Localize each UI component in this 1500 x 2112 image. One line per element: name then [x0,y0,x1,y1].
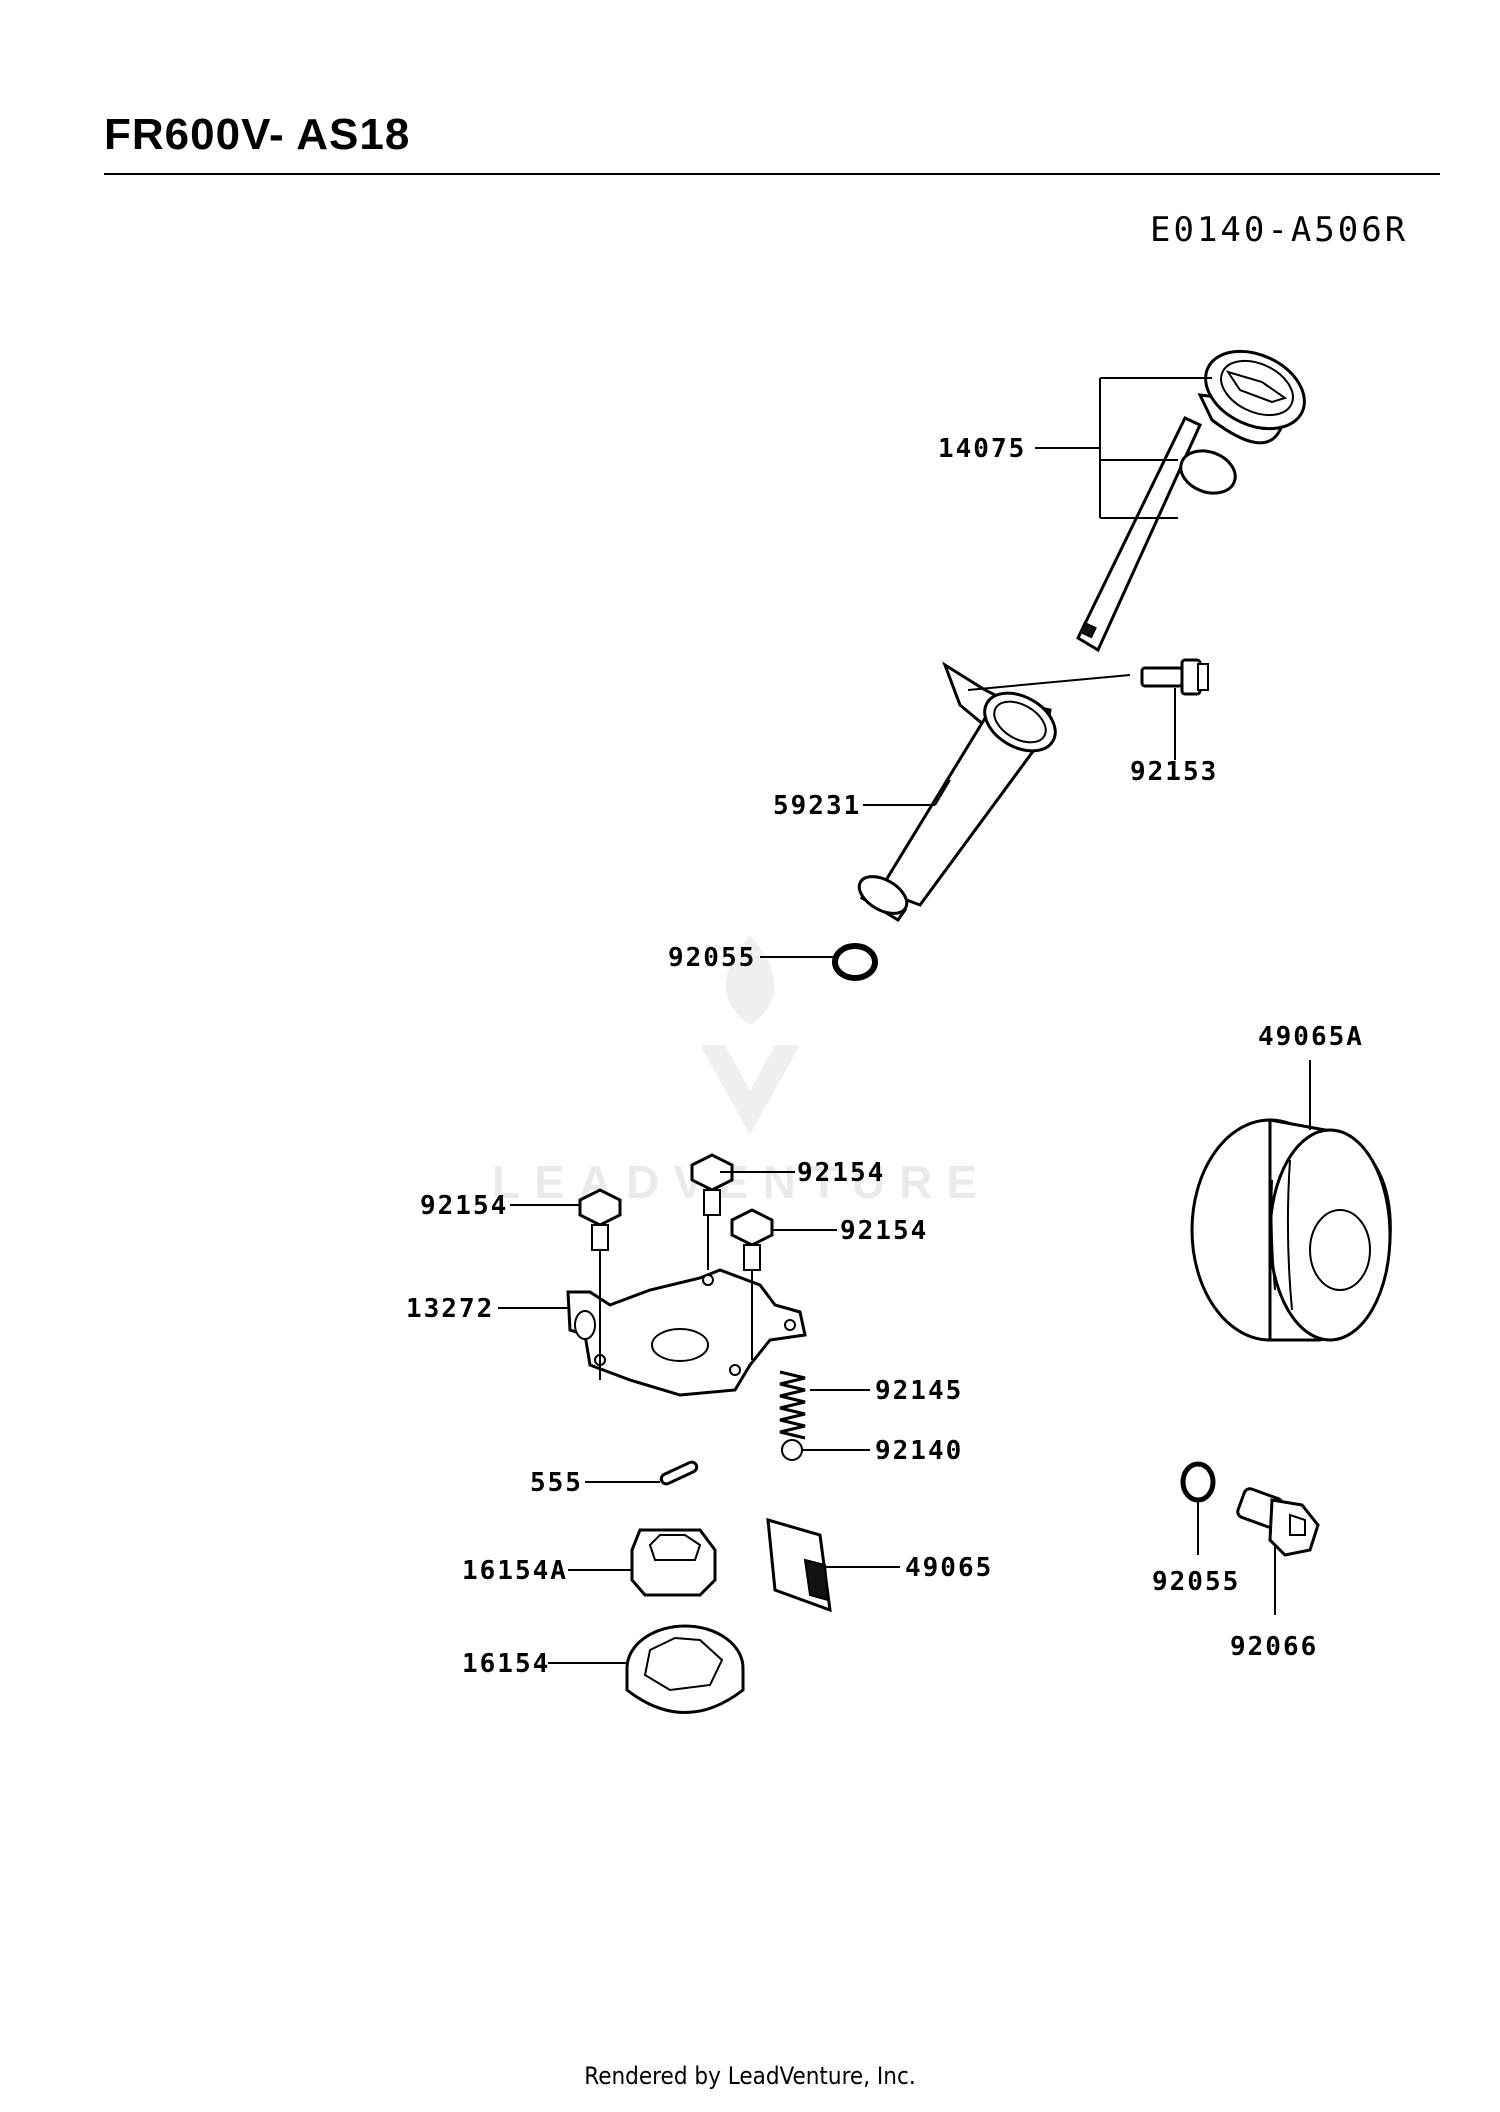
label-92153[interactable]: 92153 [1130,757,1218,787]
dipstick-tube-59231[interactable] [853,661,1131,923]
label-92145[interactable]: 92145 [875,1376,963,1406]
label-59231[interactable]: 59231 [773,791,861,821]
bolt-92153[interactable] [1140,658,1209,696]
label-92154-c[interactable]: 92154 [840,1216,928,1246]
label-92154-b[interactable]: 92154 [420,1191,508,1221]
label-16154A[interactable]: 16154A [462,1556,568,1586]
o-ring-92055-upper[interactable] [832,943,878,981]
bolt-92154-b[interactable] [690,1153,734,1216]
label-16154[interactable]: 16154 [462,1649,550,1679]
watermark-logo: LEADVENTURE [492,935,991,1208]
o-ring-92055-lower[interactable] [1180,1461,1216,1503]
label-49065[interactable]: 49065 [905,1553,993,1583]
inner-rotor-16154A[interactable] [630,1528,717,1597]
label-49065A[interactable]: 49065A [1258,1022,1364,1052]
label-92140[interactable]: 92140 [875,1436,963,1466]
label-13272[interactable]: 13272 [406,1294,494,1324]
filter-screen-49065[interactable] [766,1517,832,1613]
footer-credit: Rendered by LeadVenture, Inc. [584,2062,916,2090]
label-555[interactable]: 555 [530,1468,583,1498]
watermark-text: LEADVENTURE [492,1156,991,1208]
oil-filter-49065A[interactable] [1190,1118,1392,1342]
label-92055-lower[interactable]: 92055 [1152,1567,1240,1597]
diagram-code: E0140-A506R [1150,210,1409,250]
outer-rotor-16154[interactable] [625,1624,745,1714]
label-14075[interactable]: 14075 [938,434,1026,464]
leader-lines [498,377,1311,1664]
ball-92140[interactable] [781,1439,803,1461]
title-divider [104,173,1440,175]
dipstick-14075[interactable] [1076,336,1317,653]
bolt-92154-a[interactable] [578,1188,622,1251]
label-92055-upper[interactable]: 92055 [668,943,756,973]
pin-555[interactable] [659,1460,699,1486]
label-92154-a[interactable]: 92154 [797,1158,885,1188]
bolt-92154-c[interactable] [730,1208,774,1271]
label-92066[interactable]: 92066 [1230,1632,1318,1662]
page-title: FR600V- AS18 [104,110,411,159]
pump-cover-plate-13272[interactable] [566,1268,807,1397]
drain-plug-92066[interactable] [1236,1487,1320,1557]
spring-92145[interactable] [779,1370,806,1440]
